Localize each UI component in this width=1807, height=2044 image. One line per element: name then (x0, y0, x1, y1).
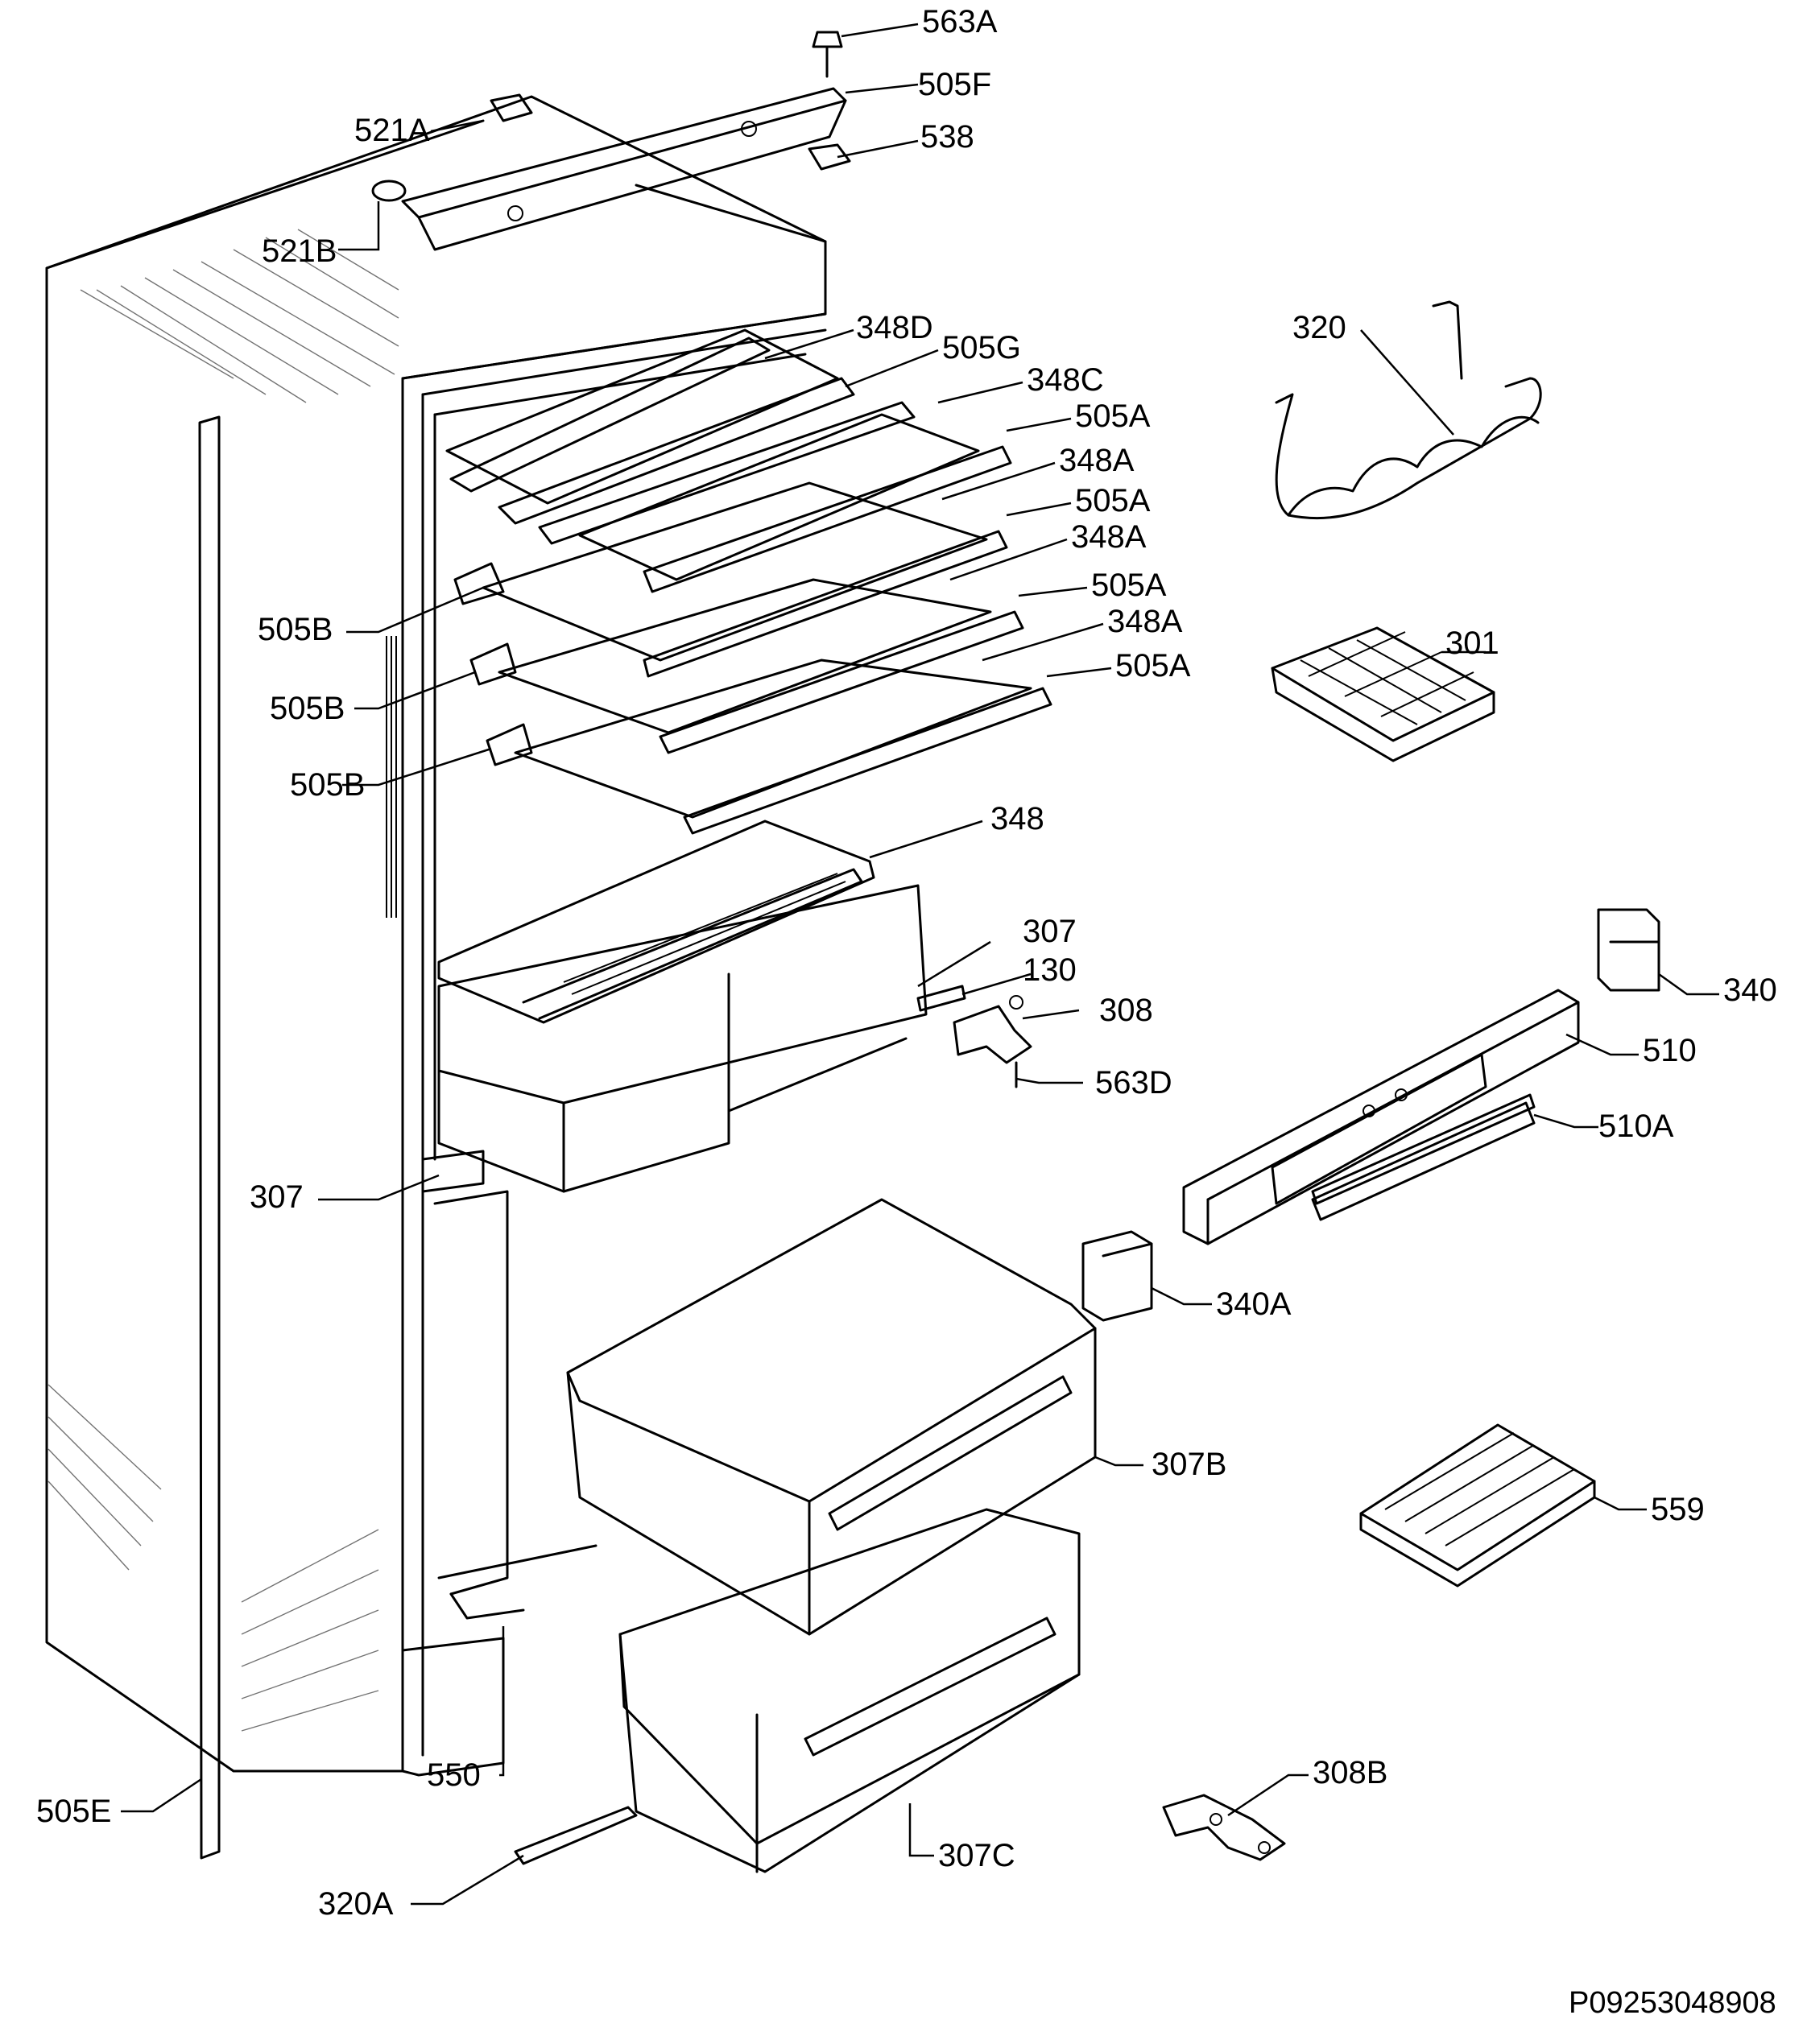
label-505A-2: 505A (1075, 483, 1151, 518)
label-348: 348 (990, 801, 1044, 836)
label-301: 301 (1445, 626, 1499, 661)
drawing-number: P09253048908 (1569, 1986, 1776, 2020)
label-505A-4: 505A (1115, 648, 1191, 683)
glass-shelves (437, 328, 1052, 1024)
control-panel-assembly (1081, 908, 1660, 1322)
label-538: 538 (920, 119, 974, 155)
freezer-flap (1359, 1423, 1596, 1588)
upper-crisper-drawers (437, 884, 928, 1193)
wine-rack (1275, 300, 1542, 520)
label-505F: 505F (918, 67, 991, 102)
label-307B: 307B (1152, 1447, 1226, 1482)
ice-tray (1271, 626, 1495, 762)
label-563D: 563D (1095, 1065, 1172, 1100)
lower-hinge (1162, 1794, 1286, 1861)
part-number-labels: 563A 505F 521A 538 521B 320 348D 505G 34… (36, 4, 1777, 1922)
label-308B: 308B (1313, 1755, 1387, 1790)
label-505G: 505G (942, 330, 1021, 365)
label-510: 510 (1643, 1033, 1697, 1068)
label-320: 320 (1292, 310, 1346, 345)
door-seal-strip (198, 415, 221, 1860)
top-rail-assembly (371, 31, 851, 251)
label-308: 308 (1099, 993, 1153, 1028)
label-505B-1: 505B (258, 612, 333, 647)
label-563A: 563A (922, 4, 998, 39)
label-505E: 505E (36, 1794, 111, 1829)
label-348A-1: 348A (1059, 443, 1135, 478)
freezer-drawer-307C (618, 1508, 1081, 1873)
label-348D: 348D (856, 310, 933, 345)
label-505B-3: 505B (290, 767, 365, 803)
label-307C: 307C (938, 1838, 1015, 1873)
label-348C: 348C (1027, 362, 1104, 398)
label-320A: 320A (318, 1886, 394, 1922)
slide-rail (514, 1806, 638, 1865)
label-130: 130 (1023, 952, 1077, 988)
label-521A: 521A (354, 113, 430, 148)
label-505A-1: 505A (1075, 398, 1151, 434)
label-505B-2: 505B (270, 691, 345, 726)
label-307-top: 307 (1023, 914, 1077, 949)
leader-lines (121, 23, 1719, 1906)
label-340: 340 (1723, 972, 1777, 1008)
label-348A-3: 348A (1107, 604, 1183, 639)
label-340A: 340A (1216, 1286, 1292, 1322)
label-307: 307 (250, 1179, 304, 1215)
label-348A-2: 348A (1071, 519, 1147, 555)
label-559: 559 (1651, 1492, 1705, 1527)
cabinet-body (45, 95, 827, 1777)
label-510A: 510A (1598, 1109, 1674, 1144)
label-521B: 521B (262, 233, 337, 269)
freezer-drawer-307B (566, 1198, 1097, 1636)
label-505A-3: 505A (1091, 568, 1167, 603)
hinge-brackets (916, 985, 1032, 1088)
label-550: 550 (427, 1757, 481, 1793)
